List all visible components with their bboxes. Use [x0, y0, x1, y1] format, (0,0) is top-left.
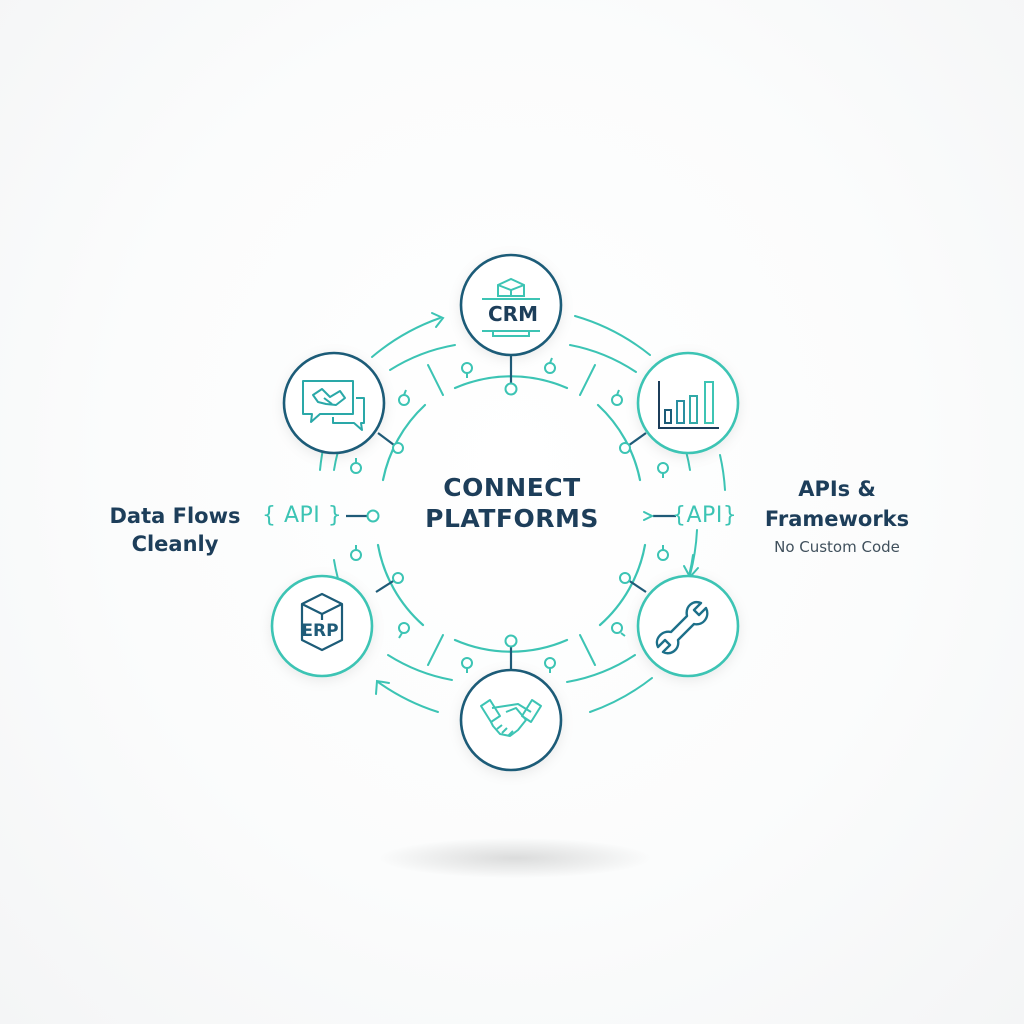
- pin-nodes: [350, 357, 669, 673]
- node-crm[interactable]: [459, 253, 563, 357]
- center-title-line1: CONNECT: [443, 473, 581, 502]
- chat-handshake-icon: [302, 380, 365, 431]
- right-caption: APIs & Frameworks: [742, 474, 932, 534]
- right-caption-line2: Frameworks: [764, 507, 910, 531]
- left-caption-line1: Data Flows: [109, 504, 241, 528]
- api-tag-left: { API }: [262, 503, 343, 528]
- right-caption-subtitle: No Custom Code: [774, 538, 900, 556]
- api-tag-right: {API}: [672, 503, 738, 528]
- erp-cube-icon: [300, 592, 344, 652]
- radial-ticks: [427, 364, 596, 666]
- node-communication[interactable]: [282, 351, 386, 455]
- connector-dots: [366, 382, 631, 648]
- left-caption: Data Flows Cleanly: [100, 502, 250, 558]
- node-tools[interactable]: [636, 574, 740, 678]
- node-erp[interactable]: [270, 574, 374, 678]
- crm-label: CRM: [488, 302, 538, 326]
- node-partnership[interactable]: [459, 668, 563, 772]
- left-caption-line2: Cleanly: [131, 532, 219, 556]
- floor-shadow: [380, 838, 650, 878]
- wrench-icon: [655, 601, 709, 655]
- node-analytics[interactable]: [636, 351, 740, 455]
- right-caption-line1: APIs &: [798, 477, 876, 501]
- center-title-line2: PLATFORMS: [425, 504, 599, 533]
- erp-label: ERP: [301, 621, 339, 641]
- handshake-icon: [480, 699, 542, 737]
- crm-monitor-icon: [482, 277, 540, 337]
- center-title: CONNECT PLATFORMS: [412, 472, 612, 534]
- bar-chart-icon: [658, 381, 719, 429]
